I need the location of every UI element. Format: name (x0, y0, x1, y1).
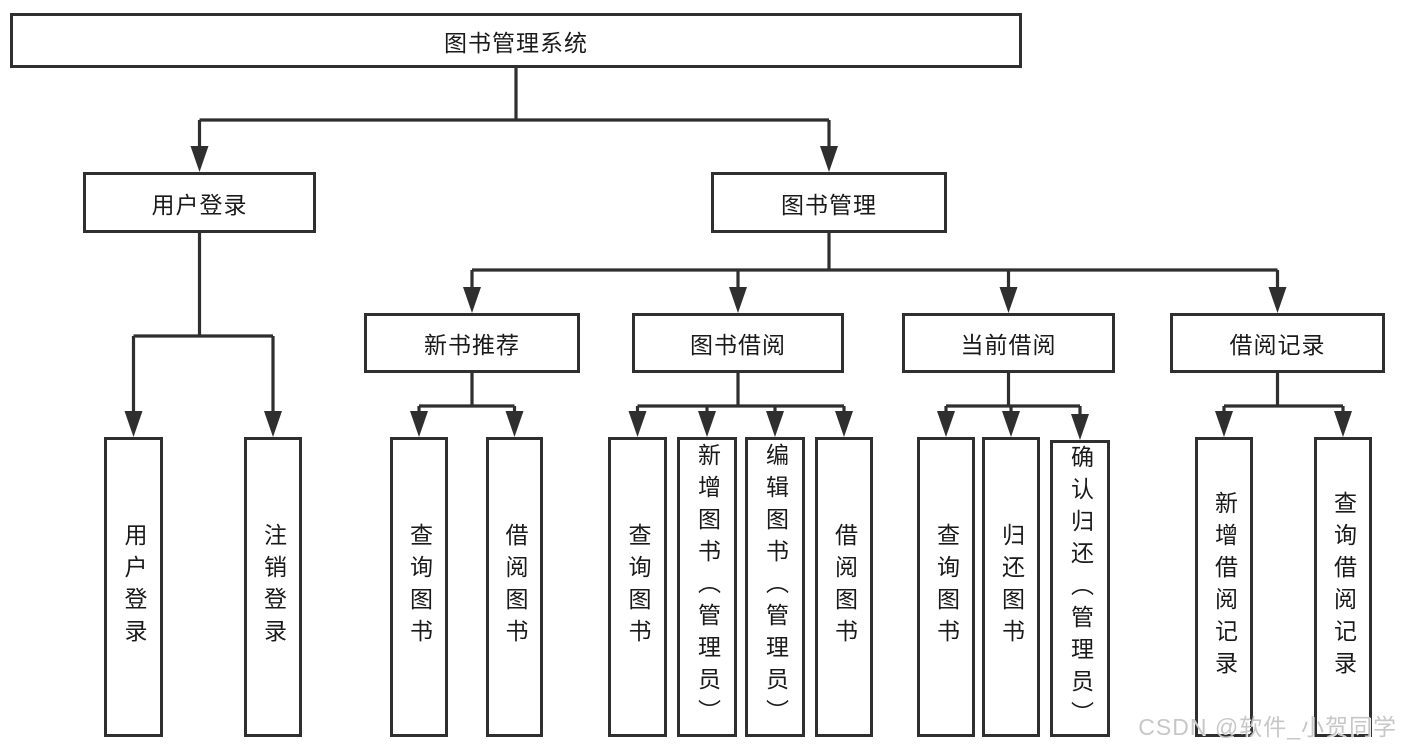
node-leaf-logout: 注销登录 (244, 437, 302, 737)
arrowhead-icon (505, 411, 524, 437)
arrowhead-icon (1002, 411, 1020, 437)
arrowhead-icon (729, 287, 747, 313)
node-label: 新增借阅记录 (1211, 491, 1238, 683)
node-user-login: 用户登录 (83, 172, 316, 233)
arrowhead-icon (937, 411, 955, 437)
node-leaf-return: 归还图书 (982, 437, 1040, 737)
node-label: 确认归还（管理员） (1067, 444, 1094, 733)
arrowhead-icon (264, 411, 282, 437)
arrowhead-icon (1215, 411, 1233, 437)
arrowhead-icon (698, 411, 716, 437)
arrowhead-icon (410, 411, 428, 437)
node-label: 当前借阅 (960, 332, 1057, 358)
node-label: 新书推荐 (424, 332, 520, 358)
node-leaf-add-book: 新增图书（管理员） (677, 437, 737, 737)
node-label: 新增图书（管理员） (694, 443, 721, 731)
node-label: 用户登录 (151, 191, 248, 218)
node-label: 借阅记录 (1229, 332, 1326, 358)
node-label: 归还图书 (998, 523, 1025, 651)
node-label: 借阅图书 (502, 523, 528, 651)
node-label: 注销登录 (260, 523, 287, 651)
node-label: 图书管理系统 (444, 29, 588, 56)
arrowhead-icon (1071, 414, 1089, 440)
node-leaf-user-login: 用户登录 (104, 437, 163, 737)
arrowhead-icon (124, 411, 143, 437)
node-leaf-add-rec: 新增借阅记录 (1195, 437, 1253, 737)
node-leaf-query-rec: 查询借阅记录 (1314, 437, 1372, 737)
arrowhead-icon (628, 411, 647, 437)
node-leaf-query-2: 查询图书 (608, 437, 667, 737)
watermark: CSDN @软件_小贺同学 (1138, 714, 1397, 740)
node-label: 图书借阅 (690, 332, 786, 358)
node-label: 查询图书 (406, 523, 433, 651)
node-label: 查询图书 (625, 523, 651, 651)
node-label: 图书管理 (781, 191, 877, 218)
node-label: 借阅图书 (831, 523, 858, 651)
node-leaf-borrow-1: 借阅图书 (486, 437, 543, 737)
node-leaf-borrow-2: 借阅图书 (815, 437, 873, 737)
node-leaf-confirm: 确认归还（管理员） (1050, 440, 1110, 737)
node-book-borrow: 图书借阅 (632, 313, 844, 373)
node-leaf-query-1: 查询图书 (390, 437, 448, 737)
node-book-mgmt: 图书管理 (711, 172, 947, 233)
arrowhead-icon (835, 411, 853, 437)
arrowhead-icon (1268, 287, 1287, 313)
arrowhead-icon (1334, 411, 1352, 437)
arrowhead-icon (820, 146, 838, 172)
node-new-book-rec: 新书推荐 (364, 313, 580, 373)
node-leaf-edit-book: 编辑图书（管理员） (745, 437, 805, 737)
node-label: 用户登录 (121, 523, 147, 651)
node-borrow-record: 借阅记录 (1170, 313, 1385, 373)
node-leaf-query-3: 查询图书 (917, 437, 975, 737)
arrowhead-icon (463, 287, 481, 313)
arrowhead-icon (190, 146, 209, 172)
node-label: 编辑图书（管理员） (762, 443, 789, 731)
node-current-borrow: 当前借阅 (902, 313, 1115, 373)
arrowhead-icon (766, 411, 784, 437)
node-root: 图书管理系统 (10, 13, 1022, 68)
node-label: 查询借阅记录 (1330, 491, 1357, 683)
arrowhead-icon (999, 287, 1018, 313)
node-label: 查询图书 (933, 523, 960, 651)
